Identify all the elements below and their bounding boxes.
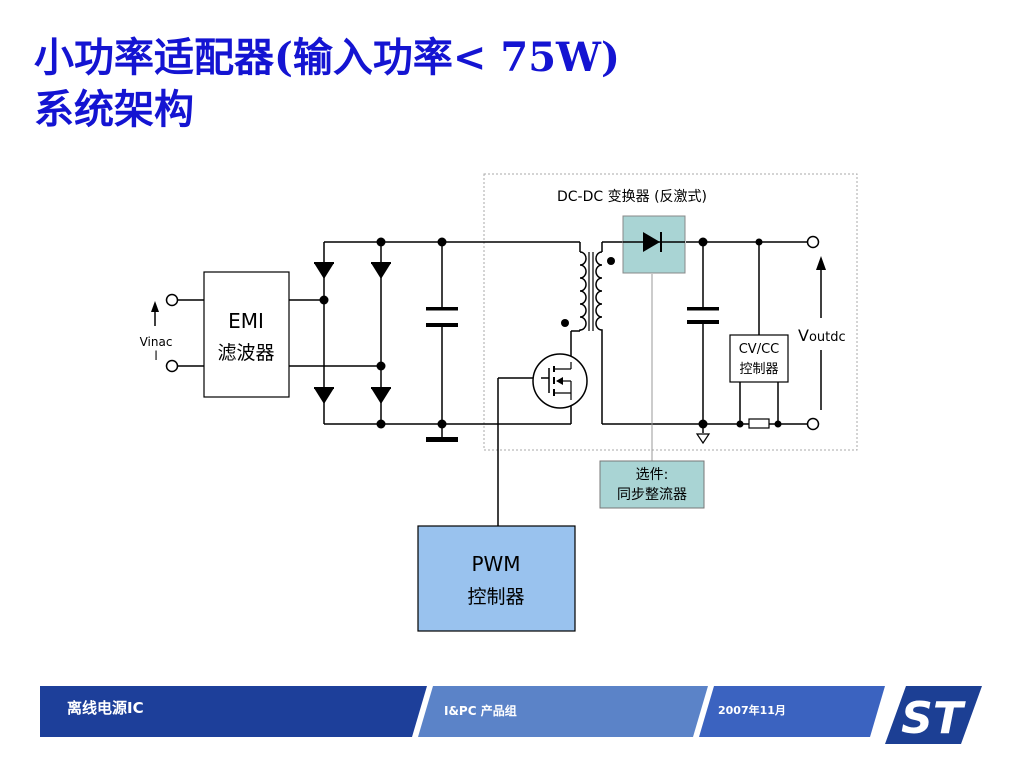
sync-rectifier-option-subtitle: 同步整流器 [617, 487, 687, 503]
output-terminal-top [806, 235, 820, 249]
bridge-diode-3 [314, 387, 334, 404]
emi-filter-box [203, 271, 290, 398]
page-title-line-1: 小功率适配器(输入功率< 75W) [34, 34, 620, 81]
vout-label: Voutdc [798, 326, 846, 345]
bridge-diode-2 [371, 262, 391, 279]
flyback-transformer [579, 251, 603, 331]
pwm-controller-box [417, 525, 576, 632]
input-capacitor [426, 307, 458, 442]
emi-filter-title: EMI [228, 309, 264, 333]
input-terminal-bottom [165, 359, 179, 373]
footer-bar [40, 686, 885, 737]
bridge-rectifier [314, 262, 391, 404]
sync-rectifier-option-box [599, 460, 705, 509]
dcdc-converter-label: DC-DC 变换器 (反激式) [557, 188, 707, 205]
page-title: 小功率适配器(输入功率< 75W) 系统架构 [34, 32, 620, 136]
junction-dots [319, 237, 782, 429]
primary-polarity-dot [561, 319, 569, 327]
page-title-line-2: 系统架构 [34, 86, 194, 133]
footer-label-date: 2007年11月 [718, 704, 786, 717]
vinac-label-suffix: l [154, 349, 157, 363]
input-terminal-top [165, 293, 179, 307]
cvcc-controller-subtitle: 控制器 [739, 362, 778, 377]
vinac-label: Vinac [140, 335, 173, 349]
footer-segment-3 [699, 686, 885, 737]
output-terminals [806, 235, 820, 431]
footer-segment-2 [418, 686, 708, 737]
secondary-polarity-dot [607, 257, 615, 265]
ground-symbol [695, 433, 711, 445]
st-logo: ST [885, 686, 982, 744]
sense-resistor [748, 418, 770, 429]
output-voltage-arrow [816, 256, 826, 410]
dcdc-converter-boundary [483, 173, 858, 451]
output-diode [623, 232, 685, 252]
svg-text:ST: ST [901, 693, 966, 744]
pwm-controller-title: PWM [471, 552, 520, 576]
footer-label-group: I&PC 产品组 [444, 704, 517, 718]
emi-filter-subtitle: 滤波器 [217, 342, 274, 364]
pwm-controller-subtitle: 控制器 [467, 586, 524, 608]
bridge-diode-4 [371, 387, 391, 404]
sync-rectifier-option-title: 选件: [636, 467, 669, 483]
input-terminals [165, 293, 179, 373]
input-voltage-arrow [151, 301, 159, 326]
footer-segment-1 [40, 686, 427, 737]
footer-label-power-ic: 离线电源IC [67, 699, 144, 717]
output-capacitor [687, 307, 719, 324]
cvcc-controller-box [729, 334, 789, 383]
bridge-diode-1 [314, 262, 334, 279]
mosfet-switch [532, 353, 588, 409]
cvcc-controller-title: CV/CC [739, 342, 780, 357]
output-terminal-bottom [806, 417, 820, 431]
